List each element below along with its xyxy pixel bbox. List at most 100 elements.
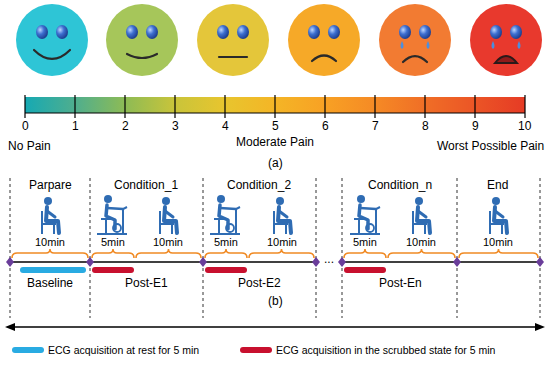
tick-number: 7 — [372, 120, 379, 134]
face-mouth — [34, 50, 70, 59]
scale-tick — [224, 95, 225, 118]
person-body — [46, 207, 59, 233]
face-eye — [36, 25, 48, 39]
seated-person-icon — [42, 197, 59, 234]
face-mouth — [495, 56, 517, 63]
time-axis — [10, 261, 318, 263]
person-body — [278, 207, 291, 233]
person-head — [276, 197, 284, 205]
exercise-ecg-bar — [92, 267, 134, 273]
scale-tick — [74, 95, 75, 118]
duration-brace — [459, 249, 538, 258]
tick-number: 0 — [22, 120, 29, 134]
tick-number: 1 — [72, 120, 79, 134]
arrow-head — [535, 323, 545, 331]
time-axis — [340, 261, 540, 263]
phase-name: Condition_2 — [227, 179, 291, 193]
person-body — [494, 207, 507, 233]
pain-face — [288, 4, 360, 76]
face-disc — [470, 4, 542, 76]
duration-brace — [205, 249, 247, 258]
ellipsis: ... — [323, 253, 335, 267]
person-head — [492, 197, 500, 205]
duration-label: 5min — [353, 236, 377, 249]
exercise-ecg-bar — [344, 267, 386, 273]
face-eye — [56, 25, 68, 39]
cycling-person-icon — [350, 195, 380, 234]
duration-brace — [388, 249, 455, 258]
legend-text: ECG acquisition in the scrubbed state fo… — [276, 344, 495, 356]
time-marker — [86, 257, 94, 267]
scale-tick — [24, 95, 25, 118]
pain-face — [106, 4, 178, 76]
scale-tick — [374, 95, 375, 118]
pain-face — [197, 4, 269, 76]
duration-label: 10min — [35, 236, 65, 249]
scale-tick — [474, 95, 475, 118]
face-mouth — [219, 56, 247, 58]
face-eye — [237, 25, 249, 39]
scale-mid-label: Moderate Pain — [236, 136, 314, 150]
section-divider — [457, 178, 458, 318]
scale-tick — [524, 95, 525, 118]
section-divider — [540, 178, 541, 318]
phase-name: End — [487, 179, 508, 193]
person-head — [217, 195, 225, 203]
tick-number: 10 — [518, 120, 531, 134]
exercise-ecg-bar — [205, 267, 247, 273]
seated-person-icon — [490, 197, 507, 234]
scale-end-label: No Pain — [8, 140, 51, 154]
face-eye — [217, 25, 229, 39]
phase-name: Condition_1 — [114, 179, 178, 193]
person-head — [104, 195, 112, 203]
cycling-person-icon — [210, 195, 240, 234]
duration-label: 5min — [214, 236, 238, 249]
period-label: Post-E2 — [238, 277, 281, 291]
tick-number: 2 — [122, 120, 129, 134]
scale-tick — [324, 95, 325, 118]
tick-number: 8 — [422, 120, 429, 134]
face-mouth — [403, 56, 427, 62]
section-divider — [10, 178, 11, 318]
panel-label: (b) — [268, 295, 283, 309]
seated-person-icon — [160, 197, 177, 234]
scale-tick — [174, 95, 175, 118]
duration-brace — [136, 249, 201, 258]
seated-person-icon — [274, 197, 291, 234]
duration-brace — [92, 249, 134, 258]
person-arm — [165, 211, 173, 217]
face-eye — [126, 25, 138, 39]
duration-brace — [344, 249, 386, 258]
arrow-head — [5, 323, 15, 331]
person-arm — [47, 211, 55, 217]
period-label: Post-En — [379, 277, 422, 291]
person-head — [162, 197, 170, 205]
section-divider — [203, 178, 204, 318]
scale-tick — [124, 95, 125, 118]
tear-drop — [518, 41, 521, 49]
duration-brace — [12, 249, 88, 258]
time-marker — [6, 257, 14, 267]
tick-number: 5 — [272, 120, 279, 134]
person-body — [417, 207, 430, 233]
legend-text: ECG acquisition at rest for 5 min — [48, 344, 199, 356]
tick-number: 9 — [472, 120, 479, 134]
duration-label: 5min — [101, 236, 125, 249]
section-divider — [90, 178, 91, 318]
person-head — [357, 195, 365, 203]
duration-label: 10min — [483, 236, 513, 249]
section-divider — [342, 178, 343, 318]
duration-label: 10min — [406, 236, 436, 249]
duration-label: 10min — [267, 236, 297, 249]
pain-face — [379, 4, 451, 76]
face-disc — [288, 4, 360, 76]
person-arm — [418, 211, 426, 217]
face-disc — [106, 4, 178, 76]
time-marker — [536, 257, 544, 267]
face-eye — [490, 25, 502, 39]
phase-name: Parpare — [29, 179, 72, 193]
time-marker — [199, 257, 207, 267]
face-mouth — [312, 56, 336, 62]
tear-drop — [492, 41, 495, 49]
panel-label: (a) — [268, 157, 283, 171]
